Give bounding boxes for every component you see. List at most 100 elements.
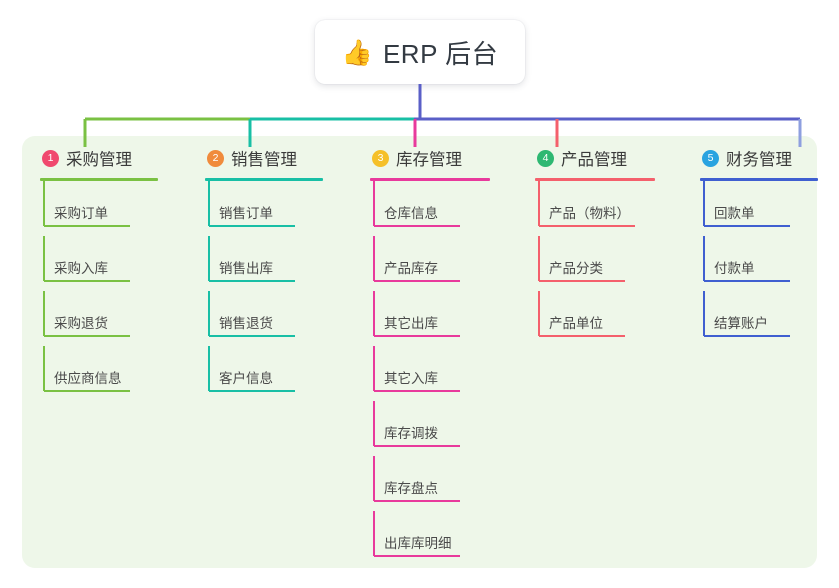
leaf-item[interactable]: 采购入库	[26, 236, 186, 291]
leaf-label: 采购退货	[54, 316, 108, 331]
branch-column-5: 5 财务管理 回款单付款单结算账户	[686, 146, 839, 346]
branch-column-1: 1 采购管理 采购订单采购入库采购退货供应商信息	[26, 146, 186, 401]
leaf-underline	[539, 335, 625, 337]
branch-column-3: 3 库存管理 仓库信息产品库存其它出库其它入库库存调拨库存盘点出库库明细	[356, 146, 516, 566]
leaf-spine	[373, 511, 375, 556]
branch-items-2: 销售订单销售出库销售退货客户信息	[191, 181, 351, 401]
leaf-spine	[373, 291, 375, 336]
leaf-label: 销售订单	[219, 206, 273, 221]
leaf-item[interactable]: 销售出库	[191, 236, 351, 291]
leaf-label: 销售退货	[219, 316, 273, 331]
leaf-underline	[209, 280, 295, 282]
leaf-spine	[373, 181, 375, 226]
leaf-item[interactable]: 销售退货	[191, 291, 351, 346]
leaf-label: 销售出库	[219, 261, 273, 276]
leaf-spine	[43, 236, 45, 281]
leaf-item[interactable]: 回款单	[686, 181, 839, 236]
branch-rule-4	[535, 178, 655, 181]
branch-rule-3	[370, 178, 490, 181]
leaf-underline	[374, 445, 460, 447]
branch-header-5[interactable]: 5 财务管理	[686, 146, 839, 170]
leaf-label: 付款单	[714, 261, 755, 276]
leaf-label: 库存调拨	[384, 426, 438, 441]
leaf-item[interactable]: 产品单位	[521, 291, 681, 346]
leaf-underline	[374, 390, 460, 392]
leaf-underline	[209, 390, 295, 392]
leaf-item[interactable]: 客户信息	[191, 346, 351, 401]
leaf-underline	[44, 335, 130, 337]
leaf-item[interactable]: 库存盘点	[356, 456, 516, 511]
leaf-label: 结算账户	[714, 316, 768, 331]
leaf-item[interactable]: 产品库存	[356, 236, 516, 291]
leaf-underline	[374, 335, 460, 337]
leaf-underline	[704, 335, 790, 337]
branch-rule-1	[40, 178, 158, 181]
leaf-item[interactable]: 其它出库	[356, 291, 516, 346]
leaf-spine	[373, 456, 375, 501]
leaf-underline	[539, 280, 625, 282]
leaf-label: 客户信息	[219, 371, 273, 386]
leaf-spine	[208, 346, 210, 391]
leaf-spine	[538, 236, 540, 281]
leaf-spine	[43, 181, 45, 226]
leaf-label: 出库库明细	[384, 536, 452, 551]
branch-header-1[interactable]: 1 采购管理	[26, 146, 186, 170]
branch-title-4: 产品管理	[561, 151, 627, 169]
branch-title-3: 库存管理	[396, 151, 462, 169]
branch-items-3: 仓库信息产品库存其它出库其它入库库存调拨库存盘点出库库明细	[356, 181, 516, 566]
leaf-underline	[374, 280, 460, 282]
branch-header-3[interactable]: 3 库存管理	[356, 146, 516, 170]
leaf-item[interactable]: 结算账户	[686, 291, 839, 346]
leaf-item[interactable]: 产品分类	[521, 236, 681, 291]
leaf-item[interactable]: 采购订单	[26, 181, 186, 236]
branch-header-2[interactable]: 2 销售管理	[191, 146, 351, 170]
leaf-underline	[209, 335, 295, 337]
leaf-label: 其它出库	[384, 316, 438, 331]
branch-badge-5: 5	[702, 149, 719, 167]
branch-rule-5	[700, 178, 818, 181]
leaf-spine	[43, 291, 45, 336]
leaf-label: 供应商信息	[54, 371, 122, 386]
leaf-spine	[208, 181, 210, 226]
leaf-item[interactable]: 销售订单	[191, 181, 351, 236]
leaf-underline	[44, 280, 130, 282]
branch-rule-2	[205, 178, 323, 181]
leaf-item[interactable]: 其它入库	[356, 346, 516, 401]
leaf-underline	[44, 225, 130, 227]
branch-column-2: 2 销售管理 销售订单销售出库销售退货客户信息	[191, 146, 351, 401]
root-title: ERP 后台	[382, 38, 499, 69]
leaf-spine	[373, 236, 375, 281]
leaf-spine	[373, 346, 375, 391]
leaf-item[interactable]: 出库库明细	[356, 511, 516, 566]
diagram-panel	[22, 136, 817, 568]
leaf-item[interactable]: 付款单	[686, 236, 839, 291]
branch-items-4: 产品（物料） 产品分类产品单位	[521, 181, 681, 346]
leaf-item[interactable]: 仓库信息	[356, 181, 516, 236]
leaf-underline	[704, 280, 790, 282]
leaf-spine	[43, 346, 45, 391]
branch-header-4[interactable]: 4 产品管理	[521, 146, 681, 170]
leaf-item[interactable]: 库存调拨	[356, 401, 516, 456]
leaf-spine	[538, 181, 540, 226]
leaf-spine	[703, 181, 705, 226]
leaf-label: 仓库信息	[384, 206, 438, 221]
leaf-spine	[208, 236, 210, 281]
leaf-spine	[373, 401, 375, 446]
branch-column-4: 4 产品管理 产品（物料） 产品分类产品单位	[521, 146, 681, 346]
branch-title-1: 采购管理	[66, 151, 132, 169]
branch-badge-1: 1	[42, 149, 59, 167]
leaf-underline	[209, 225, 295, 227]
leaf-item[interactable]: 供应商信息	[26, 346, 186, 401]
leaf-underline	[374, 500, 460, 502]
branch-items-1: 采购订单采购入库采购退货供应商信息	[26, 181, 186, 401]
leaf-item[interactable]: 采购退货	[26, 291, 186, 346]
leaf-label: 其它入库	[384, 371, 438, 386]
leaf-label: 产品分类	[549, 261, 603, 276]
root-node[interactable]: 👍 ERP 后台	[315, 20, 525, 84]
leaf-label: 回款单	[714, 206, 755, 221]
leaf-label: 产品单位	[549, 316, 603, 331]
leaf-item[interactable]: 产品（物料）	[521, 181, 681, 236]
leaf-spine	[208, 291, 210, 336]
leaf-underline	[44, 390, 130, 392]
